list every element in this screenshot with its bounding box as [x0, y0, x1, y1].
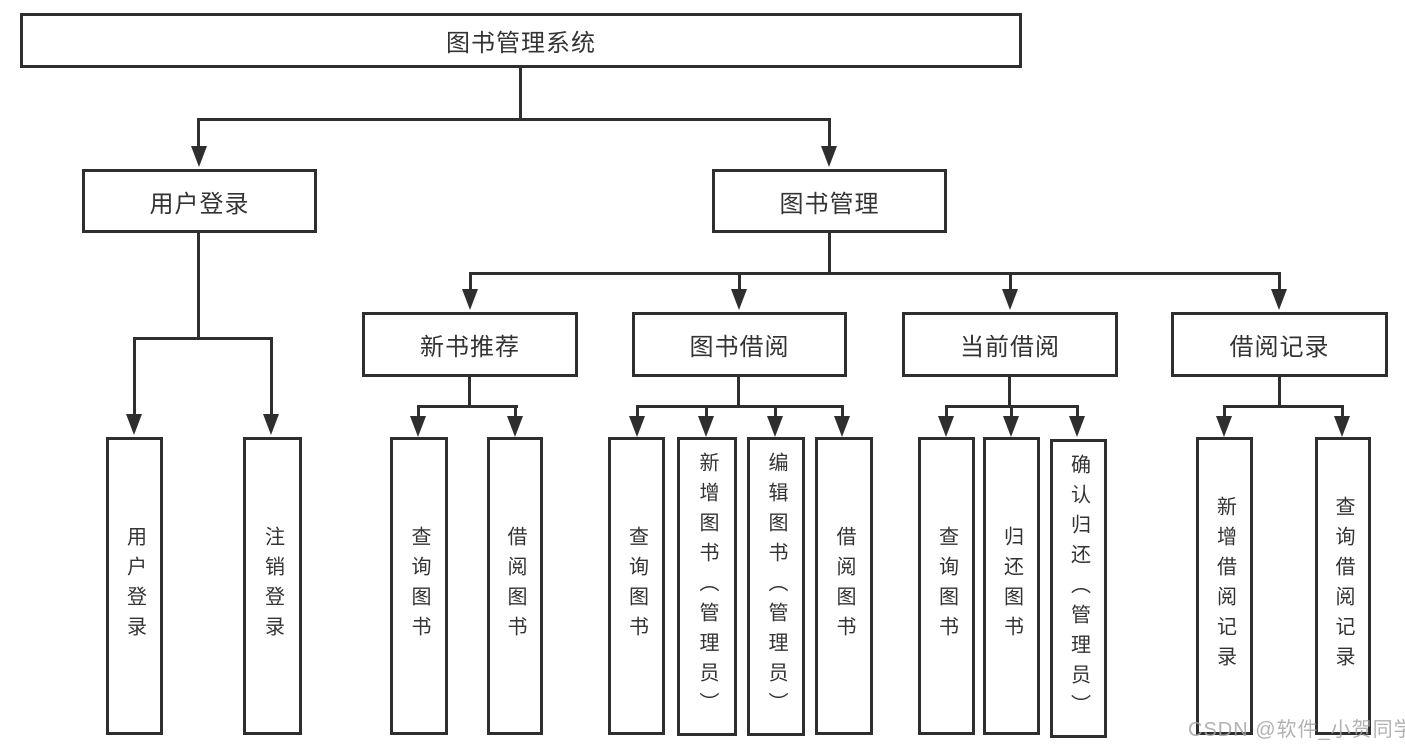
node-borrowing-records: 借阅记录 [1171, 312, 1388, 377]
arrowhead-icon [938, 416, 954, 437]
connector-bookmgmt-stub [828, 233, 831, 275]
arrowhead-icon [821, 146, 837, 167]
node-book-management: 图书管理 [712, 169, 947, 233]
leaf-label: 确认归还（管理员） [1067, 453, 1090, 724]
connector-stem [1009, 272, 1012, 291]
connector-bookmgmt-hline [469, 272, 1281, 275]
leaf-label: 用户登录 [123, 526, 146, 646]
arrowhead-icon [1002, 289, 1018, 310]
connector-stem [738, 272, 741, 291]
connector-stem [514, 405, 517, 418]
connector-stub [468, 377, 471, 408]
arrowhead-icon [410, 416, 426, 437]
node-label: 当前借阅 [960, 334, 1060, 361]
leaf-label: 编辑图书（管理员） [765, 451, 787, 722]
arrowhead-icon [1216, 416, 1232, 437]
connector-stub [1278, 377, 1281, 408]
connector-stem [705, 405, 708, 418]
node-label: 借阅记录 [1229, 334, 1330, 361]
arrowhead-icon [731, 289, 747, 310]
leaf-label: 新增借阅记录 [1213, 496, 1236, 676]
arrowhead-icon [834, 416, 850, 437]
connector-root-stub [519, 68, 522, 118]
node-label: 用户登录 [149, 190, 250, 218]
leaf-bb-query-books: 查询图书 [608, 437, 665, 735]
node-label: 图书管理系统 [446, 30, 596, 57]
leaf-logout: 注销登录 [243, 437, 302, 735]
leaf-cb-confirm-return-admin: 确认归还（管理员） [1050, 439, 1107, 738]
connector-stem [1278, 272, 1281, 291]
leaf-bb-borrow-books: 借阅图书 [815, 437, 873, 735]
arrowhead-icon [191, 146, 207, 167]
connector-stub [1008, 377, 1011, 408]
arrowhead-icon [507, 416, 523, 437]
connector-stem [133, 337, 136, 417]
arrowhead-icon [767, 416, 783, 437]
connector-stem [774, 405, 777, 418]
node-new-book-recommend: 新书推荐 [362, 312, 578, 377]
connector-userlogin-hline [133, 337, 273, 340]
arrowhead-icon [126, 414, 142, 435]
arrowhead-icon [462, 289, 478, 310]
connector-stem [828, 118, 831, 148]
leaf-label: 查询图书 [625, 526, 648, 646]
connector-userlogin-stub [197, 233, 200, 340]
leaf-cb-return-books: 归还图书 [983, 437, 1040, 735]
connector-hline [636, 405, 844, 408]
connector-stem [197, 118, 200, 148]
leaf-label: 借阅图书 [833, 526, 855, 646]
arrowhead-icon [1069, 416, 1085, 437]
node-label: 新书推荐 [420, 334, 520, 361]
connector-stem [417, 405, 420, 418]
node-user-login: 用户登录 [82, 169, 317, 233]
connector-stem [1076, 405, 1079, 418]
connector-stub [737, 377, 740, 408]
node-label: 图书借阅 [689, 334, 790, 361]
leaf-label: 查询借阅记录 [1332, 496, 1354, 676]
arrowhead-icon [629, 416, 645, 437]
leaf-bb-edit-books-admin: 编辑图书（管理员） [747, 437, 805, 736]
node-book-borrowing: 图书借阅 [632, 312, 847, 377]
leaf-br-query-borrow-record: 查询借阅记录 [1315, 437, 1371, 735]
connector-stem [636, 405, 639, 418]
node-current-borrowing: 当前借阅 [902, 312, 1118, 377]
leaf-user-login: 用户登录 [106, 437, 163, 735]
leaf-label: 查询图书 [408, 526, 430, 646]
leaf-cb-query-books: 查询图书 [918, 437, 975, 735]
node-library-management-system: 图书管理系统 [20, 13, 1022, 68]
connector-stem [1010, 405, 1013, 418]
node-label: 图书管理 [779, 190, 880, 218]
leaf-br-add-borrow-record: 新增借阅记录 [1196, 437, 1253, 735]
arrowhead-icon [263, 414, 279, 435]
connector-hline [417, 405, 518, 408]
csdn-watermark: CSDN @软件_小贺同学 [1188, 719, 1405, 741]
leaf-label: 新增图书（管理员） [696, 451, 718, 722]
connector-hline [1223, 405, 1344, 408]
leaf-nb-query-books: 查询图书 [390, 437, 448, 735]
leaf-label: 归还图书 [1000, 526, 1023, 646]
connector-stem [270, 337, 273, 417]
connector-stem [469, 272, 472, 291]
connector-stem [1223, 405, 1226, 418]
leaf-label: 借阅图书 [504, 526, 526, 646]
connector-root-hline [197, 118, 831, 121]
arrowhead-icon [1334, 416, 1350, 437]
leaf-label: 查询图书 [935, 526, 958, 646]
connector-stem [841, 405, 844, 418]
connector-stem [1341, 405, 1344, 418]
leaf-label: 注销登录 [261, 526, 284, 646]
arrowhead-icon [698, 416, 714, 437]
leaf-bb-add-books-admin: 新增图书（管理员） [677, 437, 737, 736]
connector-stem [945, 405, 948, 418]
arrowhead-icon [1271, 289, 1287, 310]
arrowhead-icon [1003, 416, 1019, 437]
leaf-nb-borrow-books: 借阅图书 [487, 437, 543, 735]
